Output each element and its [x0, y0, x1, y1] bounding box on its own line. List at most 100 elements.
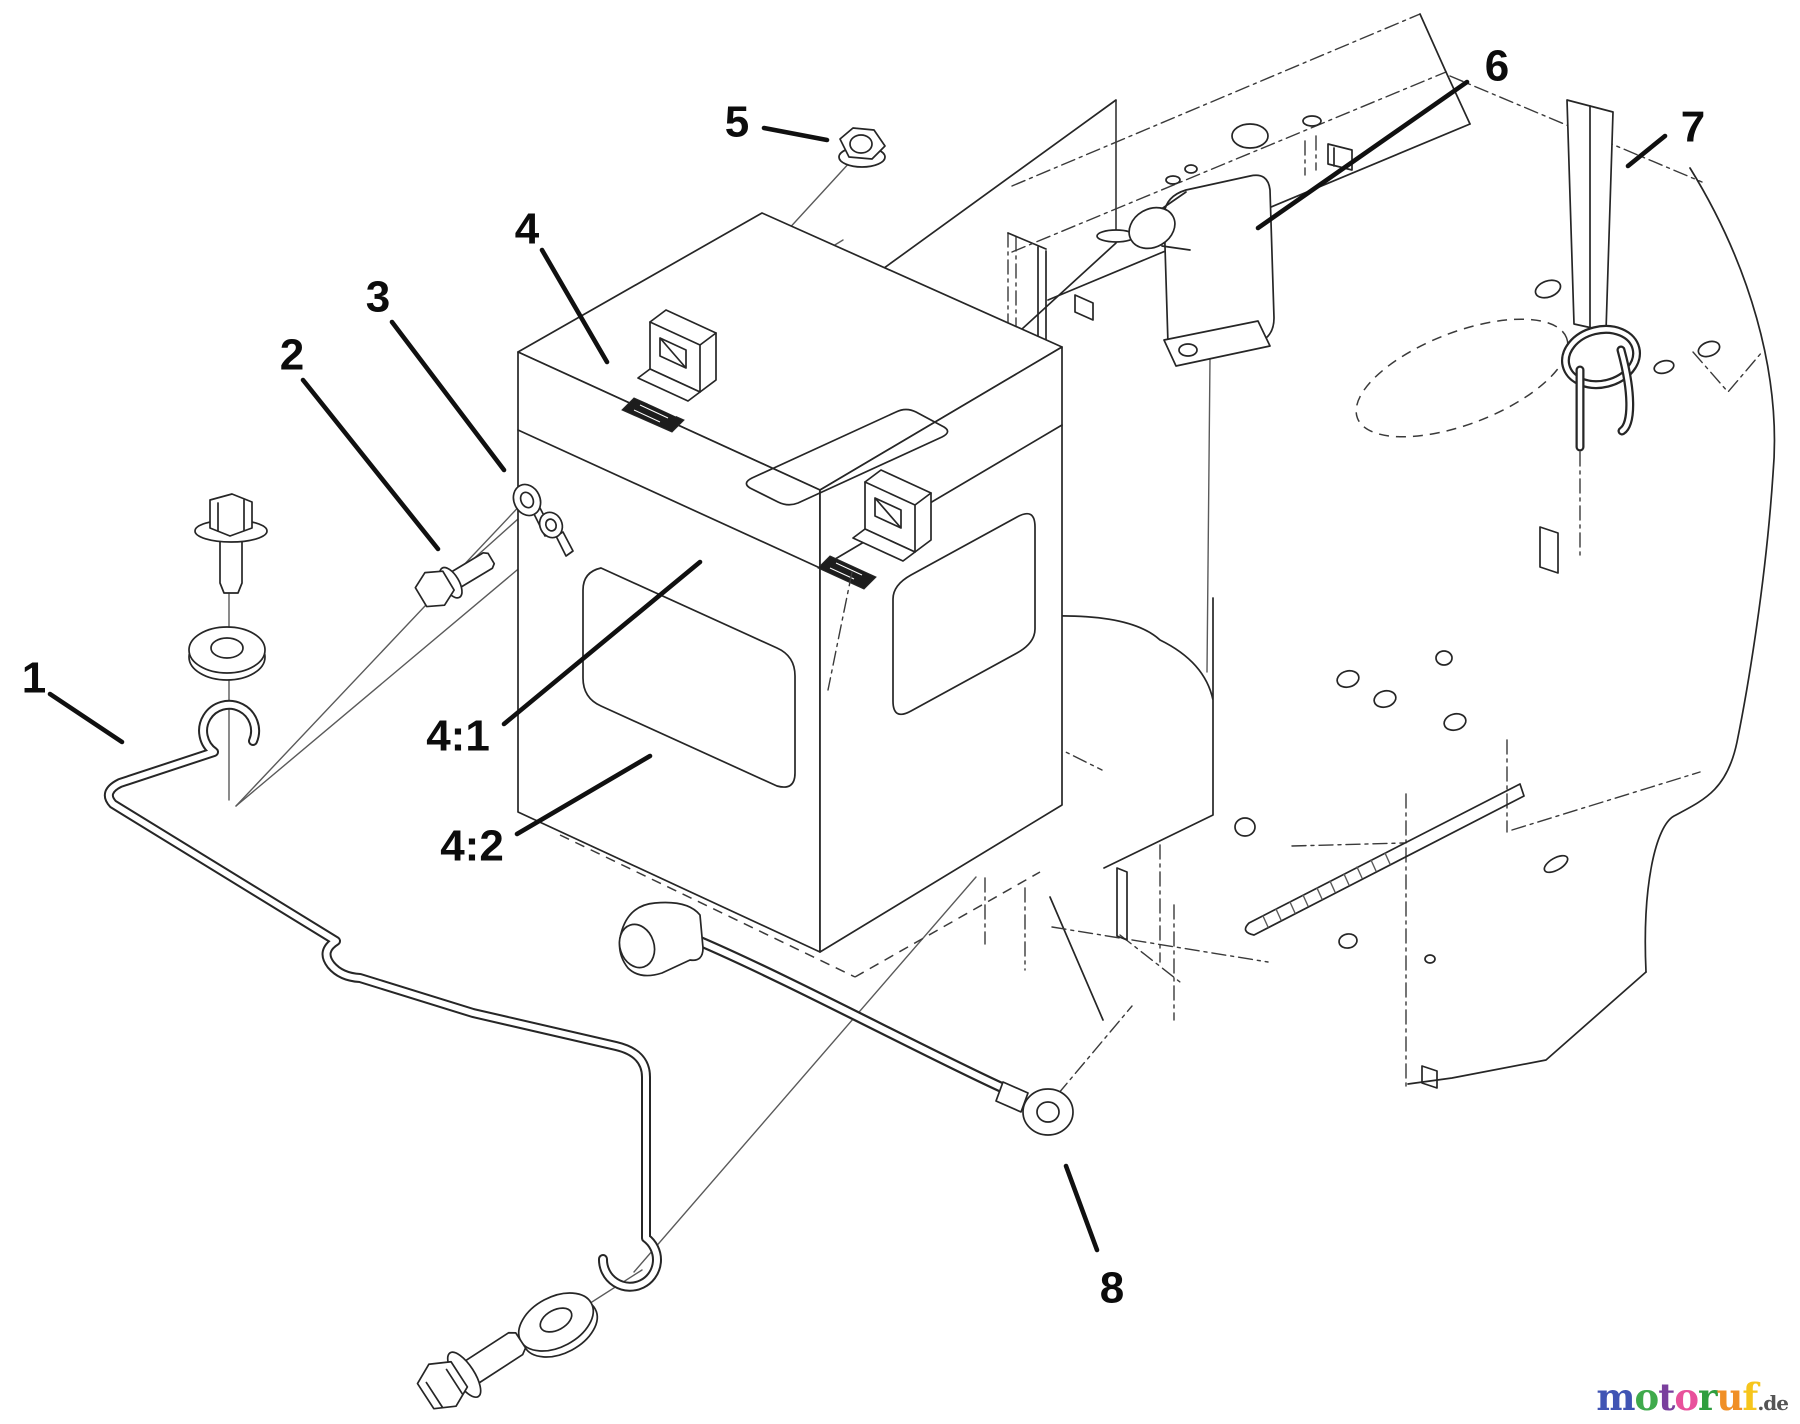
watermark-letter: t	[1658, 1375, 1675, 1419]
plate-phantom	[1692, 351, 1763, 394]
frame-tab	[1421, 1065, 1438, 1089]
bracket-foot	[852, 528, 916, 562]
frame-opening	[1355, 318, 1569, 438]
solenoid-nose-edge	[1161, 245, 1191, 251]
support-rail	[1244, 783, 1525, 936]
callout-label-8: 8	[1100, 1264, 1124, 1313]
tray-tab	[1116, 867, 1128, 941]
ring-terminals	[512, 483, 574, 557]
callout-leader-7	[1625, 133, 1668, 169]
callout-label-7: 7	[1681, 103, 1705, 152]
watermark-suffix: .de	[1757, 1391, 1789, 1415]
terminal-ring-hole	[519, 491, 535, 509]
bolt-shank	[219, 537, 243, 594]
terminal-ring	[512, 483, 542, 517]
solenoid	[1128, 174, 1275, 367]
battery-front-recess	[582, 567, 796, 788]
battery-hidden-bottom	[559, 571, 1041, 978]
callout-leader-5	[761, 125, 830, 143]
callout-leader-1	[47, 691, 125, 745]
bracket-foot	[637, 368, 701, 402]
solenoid-nose-edge	[1159, 191, 1187, 211]
tray-wall	[1049, 597, 1214, 869]
nut-hole	[849, 134, 873, 154]
bolt-head	[209, 493, 253, 537]
watermark-letter: r	[1698, 1375, 1717, 1419]
battery-side-recess	[892, 512, 1036, 716]
solenoid-foot	[1178, 343, 1198, 357]
cable-ring-terminal	[1022, 1088, 1074, 1136]
tray-phantom	[1119, 934, 1181, 983]
callout-leader-8	[1063, 1163, 1100, 1253]
terminal-ring-hole	[544, 518, 558, 532]
rod-tube	[105, 701, 660, 1290]
frame-hole	[1443, 712, 1467, 732]
callout-leader-6	[1255, 79, 1470, 231]
watermark-letter: o	[1674, 1375, 1699, 1419]
bolt-head-facets	[425, 1368, 464, 1408]
cable-wire	[695, 937, 1009, 1093]
frame-hole	[1231, 123, 1269, 149]
washer-hole	[539, 1307, 573, 1333]
terminal-ring	[538, 511, 564, 539]
solenoid-coil-face	[1128, 206, 1176, 250]
callout-label-6: 6	[1485, 42, 1509, 91]
battery-terminal-decal-left	[621, 397, 685, 433]
bolt-head	[416, 1360, 469, 1410]
bolt-head	[414, 570, 455, 608]
battery-lid-line	[517, 429, 821, 569]
callout-label-5: 5	[725, 98, 749, 147]
watermark-letter: u	[1716, 1375, 1744, 1419]
upper-flange-bolt	[194, 493, 268, 594]
beam-end	[1419, 13, 1447, 73]
rail-hatch	[1262, 852, 1391, 928]
hidden-edge	[854, 871, 1041, 978]
watermark-letter: m	[1596, 1375, 1635, 1419]
fender-edge	[1644, 167, 1776, 973]
frame-hole	[1336, 669, 1360, 689]
battery-terminal-decal-right	[817, 555, 877, 590]
decal	[621, 397, 685, 433]
bracket-drop-phantom	[827, 571, 853, 691]
callout-leader-3	[389, 319, 507, 473]
bracket-edges	[649, 321, 717, 393]
callout-label-3: 3	[366, 273, 390, 322]
frame-hole	[1302, 115, 1322, 127]
rod-projection-line	[633, 876, 977, 1273]
frame-hole	[1424, 954, 1436, 964]
watermark-logo[interactable]: motoruf.de	[1596, 1379, 1789, 1416]
callout-leader-4	[539, 247, 610, 365]
beam-edge	[1011, 71, 1447, 253]
callout-leader-2	[300, 377, 441, 552]
cable-ferrule	[995, 1081, 1029, 1113]
beam-edge	[1011, 13, 1421, 187]
channel-cap	[1007, 232, 1047, 250]
frame-hole	[1165, 175, 1181, 185]
frame-hole	[1184, 164, 1198, 174]
decal-texture	[633, 402, 677, 423]
frame-hole	[1234, 817, 1256, 837]
callout-label-4: 4	[515, 205, 540, 254]
frame-hole	[1338, 933, 1358, 949]
terminal-bolt	[414, 551, 496, 608]
cable-ring-hole	[1036, 1101, 1060, 1123]
callout-label-4:1: 4:1	[426, 712, 490, 761]
washer-hole	[210, 637, 244, 659]
battery	[517, 212, 1063, 978]
frame-hole	[1534, 279, 1562, 299]
decal	[817, 555, 877, 590]
plate-phantom	[1511, 771, 1701, 831]
frame-right-plate	[1234, 167, 1776, 1089]
frame-clip	[1327, 143, 1353, 171]
bracket-hole	[874, 497, 902, 529]
lower-washer	[517, 1292, 599, 1358]
plate-phantom	[1291, 842, 1405, 847]
cable-phantom	[1057, 1005, 1133, 1095]
hold-down-rod	[103, 699, 662, 1292]
washer-face	[188, 626, 266, 674]
battery-lid-line	[819, 424, 1063, 569]
battery-cable	[618, 901, 1133, 1136]
watermark-brand-text: motoruf	[1596, 1375, 1758, 1419]
